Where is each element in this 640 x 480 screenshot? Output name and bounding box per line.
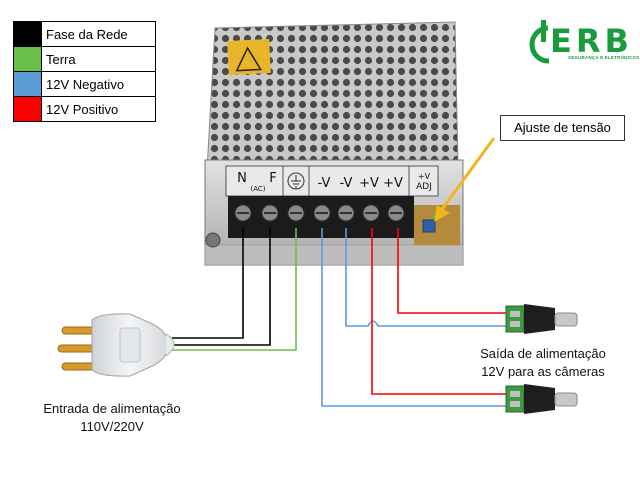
ground-symbol xyxy=(287,172,305,190)
legend-swatch xyxy=(13,71,42,97)
wire-positive-2 xyxy=(397,228,510,314)
terminal-adj-top: +V xyxy=(418,172,431,181)
output-label-line1: Saída de alimentação xyxy=(480,346,606,361)
terminal-label-plate xyxy=(225,165,439,197)
color-legend: Fase da Rede Terra 12V Negativo 12V Posi… xyxy=(13,21,156,122)
output-label: Saída de alimentação 12V para as câmeras xyxy=(462,345,624,381)
dc-connector-top xyxy=(505,304,578,334)
legend-row: Fase da Rede xyxy=(13,21,156,47)
dc-connector-bottom xyxy=(505,384,578,414)
power-plug xyxy=(57,313,175,377)
wires xyxy=(172,228,510,407)
wire-phase-n xyxy=(172,228,244,339)
terminal-ac: (AC) xyxy=(250,185,265,193)
wire-positive-1 xyxy=(371,228,510,395)
wire-earth xyxy=(172,228,297,351)
logo-tagline: SEGURANÇA E ELETRÔNICOS xyxy=(568,55,640,60)
warning-sticker xyxy=(227,38,271,76)
terminal-neg2: -V xyxy=(340,176,353,191)
legend-label: 12V Negativo xyxy=(41,71,156,97)
legend-label: 12V Positivo xyxy=(41,96,156,122)
input-label-line2: 110V/220V xyxy=(80,419,144,434)
legend-swatch xyxy=(13,46,42,72)
terminal-f: F xyxy=(269,171,276,186)
output-label-line2: 12V para as câmeras xyxy=(481,364,605,379)
legend-row: Terra xyxy=(13,46,156,72)
legend-label: Terra xyxy=(41,46,156,72)
legend-row: 12V Negativo xyxy=(13,71,156,97)
voltage-adjust-callout: Ajuste de tensão xyxy=(500,115,625,141)
erb-logo-mark xyxy=(529,20,550,64)
terminal-n: N xyxy=(237,171,247,186)
terminal-adj-bottom: ADJ xyxy=(416,182,432,192)
input-label-line1: Entrada de alimentação xyxy=(43,401,181,416)
terminal-neg1: -V xyxy=(318,176,331,191)
mount-screw xyxy=(205,232,221,248)
plug-pins xyxy=(57,326,97,371)
legend-swatch xyxy=(13,21,42,47)
adjust-potentiometer xyxy=(422,219,436,233)
logo-wordmark: ERB xyxy=(550,22,633,60)
input-label: Entrada de alimentação 110V/220V xyxy=(24,400,200,436)
terminal-pos1: +V xyxy=(359,176,379,191)
legend-row: 12V Positivo xyxy=(13,96,156,122)
legend-label: Fase da Rede xyxy=(41,21,156,47)
callout-arrow xyxy=(434,137,496,222)
legend-swatch xyxy=(13,96,42,122)
terminal-pos2: +V xyxy=(383,176,403,191)
wire-negative-1 xyxy=(321,228,510,407)
wire-phase-f xyxy=(172,228,271,346)
